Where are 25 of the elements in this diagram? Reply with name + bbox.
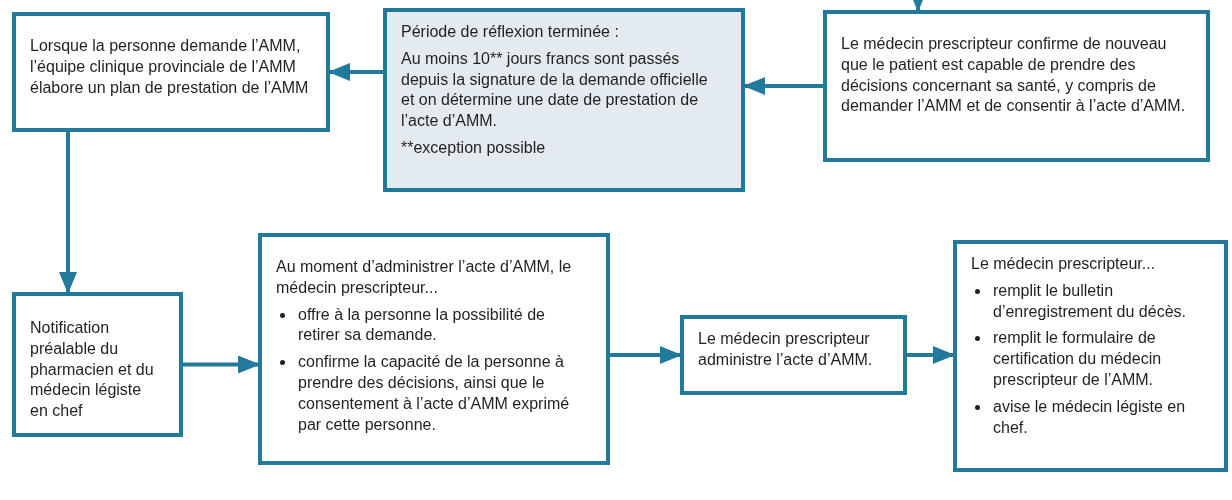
box-heading: Au moment d’administrer l’acte d’AMM, le médecin prescripteur...: [276, 257, 573, 298]
arrow: [907, 346, 955, 364]
arrow: [183, 355, 260, 374]
box-text: Le médecin prescripteur administre l’acte d’AMM.: [698, 329, 874, 370]
box-text: Le médecin prescripteur confirme de nouveau que le patient est capable de prendre des décisions concernant sa santé, y compris de demander l’AMM et de consentir à l’acte d’AMM.: [841, 34, 1187, 117]
box-text: Lorsque la personne demande l’AMM, l’équipe clinique provinciale de l’AMM élabore un plan de prestation de l’AMM: [30, 36, 310, 98]
process-box: [12, 292, 183, 437]
arrow: [59, 132, 77, 294]
bullet-item: remplit le bulletin d’enregistrement du décès.: [993, 280, 1187, 322]
box-text: Notification préalable du pharmacien et du médecin légiste en chef: [30, 318, 155, 422]
process-box: [383, 8, 745, 192]
bullet-item: confirme la capacité de la personne à prendre des décisions, ainsi que le consentement à l’acte d’AMM exprimé par cette personne.: [298, 352, 571, 435]
bullet-item: remplit le formulaire de certification du médecin prescripteur de l’AMM.: [993, 328, 1163, 390]
bullet-item: avise le médecin légiste en chef.: [993, 396, 1187, 438]
process-box: [680, 315, 907, 395]
arrow: [610, 346, 682, 364]
box-text: **exception possible: [401, 138, 547, 158]
process-box: [12, 12, 330, 132]
box-heading: Le médecin prescripteur...: [971, 254, 1157, 274]
bullet-item: offre à la personne la possibilité de retirer sa demande.: [298, 304, 546, 346]
box-heading: Période de réflexion terminée :: [401, 22, 620, 42]
process-box: [823, 10, 1210, 162]
box-text: Au moins 10** jours francs sont passés depuis la signature de la demande officielle et on détermine une date de prestation de l’acte d’AMM.: [401, 48, 709, 132]
process-box: [258, 233, 610, 465]
process-box: [953, 240, 1228, 472]
